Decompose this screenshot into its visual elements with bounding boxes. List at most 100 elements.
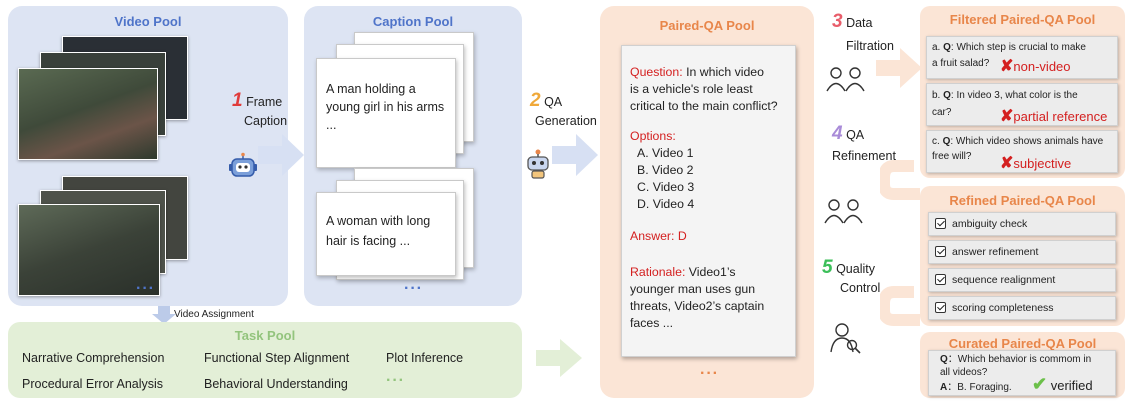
- step3-label: 3 Data: [832, 11, 873, 32]
- step1-line2: Caption: [244, 114, 288, 128]
- x-mark-icon: ✘: [1000, 155, 1014, 172]
- refined-item-card: [928, 296, 1116, 320]
- step3-line1: Data: [846, 16, 873, 30]
- rationale-line2: younger man uses gun: [630, 282, 756, 296]
- filtered-item-b-flag: ✘partial reference: [1000, 108, 1108, 125]
- question-label: Question:: [630, 65, 683, 79]
- qa-question-line3: critical to the main conflict?: [630, 99, 778, 113]
- step2-label: 2 QA: [530, 91, 563, 110]
- step2-line2: Generation: [535, 114, 597, 128]
- refined-item-label: scoring completeness: [952, 302, 1054, 314]
- task-pool-more: ···: [386, 372, 405, 389]
- verified-badge: ✔ verified: [1032, 374, 1093, 395]
- filtered-item-card: [926, 36, 1118, 79]
- filtered-item-b-line1: b. Q: In video 3, what color is the: [932, 90, 1078, 101]
- x-mark-icon: ✘: [1000, 58, 1014, 75]
- video-frame-couple: [18, 68, 158, 160]
- step4-line1: QA: [846, 128, 865, 142]
- filtered-item-card: [926, 130, 1118, 173]
- step5-line2: Control: [840, 281, 881, 295]
- paired-qa-pool-title: Paired-QA Pool: [659, 18, 755, 33]
- checkbox-icon: [935, 218, 946, 229]
- video-assignment-label: Video Assignment: [174, 309, 254, 320]
- x-mark-icon: ✘: [1000, 108, 1014, 125]
- step1-line1: Frame: [246, 95, 283, 109]
- caption-card-2: [316, 192, 456, 276]
- options-label: Options:: [630, 129, 676, 143]
- caption-pool-title: Caption Pool: [372, 14, 454, 29]
- option-d: D. Video 4: [637, 197, 695, 211]
- step4-label: 4 QA: [832, 124, 865, 143]
- video-pool-more: ···: [136, 280, 155, 297]
- arrow-to-filtered: [876, 48, 922, 88]
- filtered-item-c-line2: free will?: [932, 151, 972, 162]
- step4-line2: Refinement: [832, 149, 896, 163]
- step5-number: 5: [822, 257, 833, 278]
- option-c: C. Video 3: [637, 180, 695, 194]
- task-pool: Task Pool: [8, 322, 522, 398]
- video-assignment-arrow-stem: [158, 306, 170, 316]
- reviewers-icon: [826, 66, 866, 97]
- doctor-icon: [828, 322, 862, 359]
- filtered-item-a-flag: ✘non-video: [1000, 58, 1071, 75]
- qa-card: [621, 45, 796, 357]
- rationale-label: Rationale:: [630, 265, 686, 279]
- caption-card-1: [316, 58, 456, 168]
- curated-question-line1: Q：Which behavior is commom in: [940, 354, 1092, 365]
- arrow-to-caption: [258, 134, 304, 176]
- qa-question-line2: is a vehicle's role least: [630, 82, 753, 96]
- refined-item-label: sequence realignment: [952, 274, 1056, 286]
- filtered-item-a-line1: a. Q: Which step is crucial to make: [932, 42, 1086, 53]
- video-pool-title: Video Pool: [114, 14, 182, 29]
- curated-pool-title: Curated Paired-QA Pool: [948, 336, 1097, 351]
- option-b: B. Video 2: [637, 163, 694, 177]
- caption-2-line1: A woman with long: [326, 214, 431, 228]
- robot-icon: [228, 152, 258, 178]
- filtered-item-c-line1: c. Q: Which video shows animals have: [932, 136, 1104, 147]
- filtered-item-b-line2: car?: [932, 107, 952, 118]
- caption-1-line1: A man holding a: [326, 82, 416, 96]
- filtered-pool-title: Filtered Paired-QA Pool: [949, 12, 1096, 27]
- qa-question-line1: Question: In which video: [630, 64, 764, 81]
- rationale-line3: threats, Video2’s captain: [630, 299, 765, 313]
- task-item: Functional Step Alignment: [204, 351, 350, 365]
- check-mark-icon: ✔: [1032, 374, 1048, 394]
- step5-line1: Quality: [836, 262, 875, 276]
- refined-item-label: answer refinement: [952, 246, 1039, 258]
- caption-1-line2: young girl in his arms: [326, 100, 445, 114]
- task-pool-title: Task Pool: [234, 328, 296, 343]
- curated-question-line2: all videos?: [940, 367, 988, 378]
- step1-label: 1 Frame: [232, 90, 283, 111]
- step3-number: 3: [832, 11, 843, 32]
- filtered-item-a-line2: a fruit salad?: [932, 58, 990, 69]
- caption-2-line2: hair is facing ...: [326, 234, 411, 248]
- curated-item-card: [928, 350, 1116, 396]
- refined-item-card: [928, 212, 1116, 236]
- video-frame-man: [18, 204, 160, 296]
- rationale-text-1: Video1’s: [688, 265, 736, 279]
- qa-pool-more: ···: [700, 365, 719, 382]
- robot-gear-icon: [524, 148, 552, 180]
- checkbox-icon: [935, 246, 946, 257]
- step5-label: 5 Quality: [822, 257, 875, 278]
- curved-arrow-to-curated: [880, 286, 920, 326]
- step2-line1: QA: [544, 95, 563, 109]
- checkbox-icon: [935, 274, 946, 285]
- task-item: Plot Inference: [386, 351, 464, 365]
- task-item: Procedural Error Analysis: [22, 377, 164, 391]
- curated-answer: A：B. Foraging.: [940, 382, 1012, 393]
- question-text-1: In which video: [686, 65, 764, 79]
- answer: Answer: D: [630, 229, 687, 243]
- task-item: Narrative Comprehension: [22, 351, 165, 365]
- arrow-to-qa: [552, 134, 598, 176]
- arrow-task-to-qa: [536, 339, 582, 377]
- rationale-line1: Rationale: Video1’s: [630, 264, 736, 281]
- video-assignment-arrow-head: [152, 314, 176, 324]
- refined-item-card: [928, 240, 1116, 264]
- refined-item-label: ambiguity check: [952, 218, 1028, 230]
- refined-pool-title: Refined Paired-QA Pool: [949, 193, 1096, 208]
- step3-line2: Filtration: [846, 39, 894, 53]
- step1-number: 1: [232, 90, 243, 111]
- rationale-line4: faces ...: [630, 316, 674, 330]
- caption-pool-more: ···: [404, 280, 423, 297]
